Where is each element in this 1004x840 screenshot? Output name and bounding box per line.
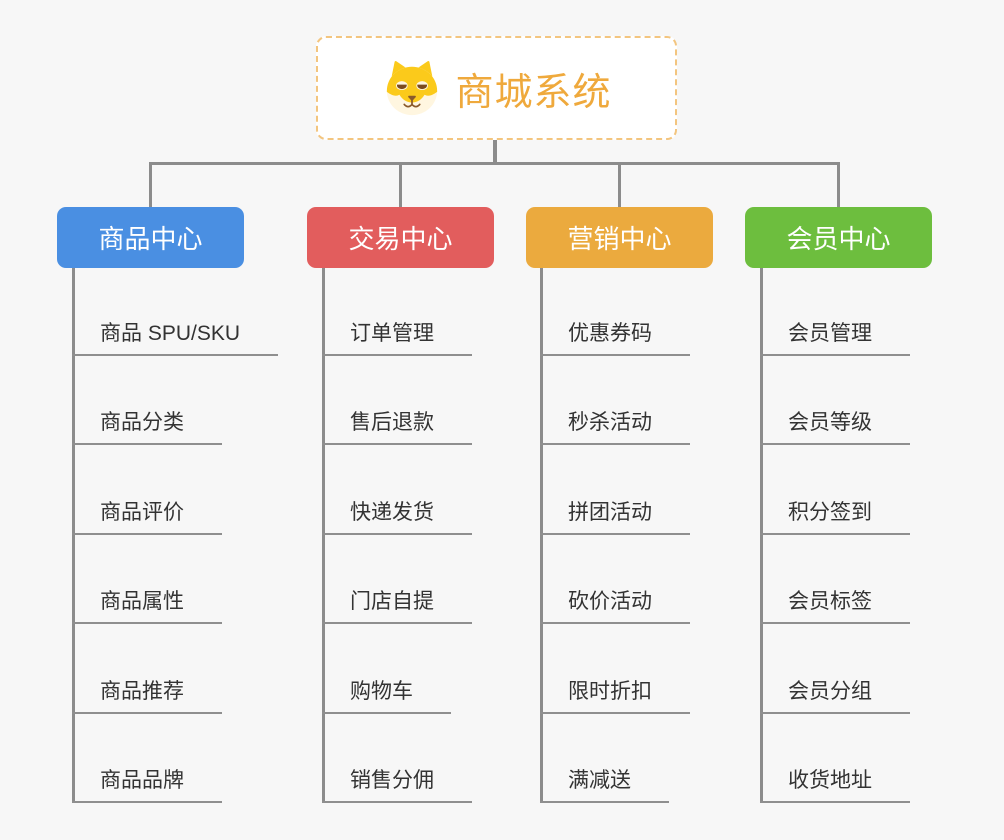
leaf-node[interactable]: 会员分组 bbox=[760, 680, 910, 714]
leaf-node[interactable]: 订单管理 bbox=[322, 322, 472, 356]
branch-trunk-connector bbox=[149, 162, 840, 165]
leaf-node[interactable]: 积分签到 bbox=[760, 501, 910, 535]
leaf-node[interactable]: 限时折扣 bbox=[540, 680, 690, 714]
root-stem-connector bbox=[493, 139, 497, 165]
leaf-node[interactable]: 商品 SPU/SKU bbox=[72, 322, 279, 356]
branch-label: 交易中心 bbox=[348, 224, 453, 254]
leaf-node[interactable]: 会员管理 bbox=[760, 322, 910, 356]
leaf-node[interactable]: 收货地址 bbox=[760, 769, 910, 803]
drop-connector-members bbox=[837, 163, 840, 209]
root-title: 商城系统 bbox=[455, 71, 612, 114]
branch-node-products[interactable]: 商品中心 bbox=[57, 207, 244, 268]
branch-node-members[interactable]: 会员中心 bbox=[745, 207, 932, 268]
leaf-node[interactable]: 售后退款 bbox=[322, 411, 472, 445]
drop-connector-trade bbox=[399, 163, 402, 209]
leaf-node[interactable]: 商品属性 bbox=[72, 590, 222, 624]
leaf-node[interactable]: 砍价活动 bbox=[540, 590, 690, 624]
leaf-node[interactable]: 商品品牌 bbox=[72, 769, 222, 803]
leaf-node[interactable]: 门店自提 bbox=[322, 590, 472, 624]
branch-label: 营销中心 bbox=[567, 224, 672, 254]
leaf-node[interactable]: 商品推荐 bbox=[72, 680, 222, 714]
leaf-node[interactable]: 会员标签 bbox=[760, 590, 910, 624]
leaf-node[interactable]: 商品评价 bbox=[72, 501, 222, 535]
branch-node-marketing[interactable]: 营销中心 bbox=[526, 207, 713, 268]
child-spine-trade bbox=[322, 268, 325, 803]
child-spine-products bbox=[72, 268, 75, 803]
child-spine-marketing bbox=[540, 268, 543, 803]
leaf-node[interactable]: 快递发货 bbox=[322, 501, 472, 535]
leaf-node[interactable]: 商品分类 bbox=[72, 411, 222, 445]
drop-connector-products bbox=[149, 163, 152, 209]
leaf-node[interactable]: 销售分佣 bbox=[322, 769, 472, 803]
dog-icon bbox=[387, 61, 438, 116]
branch-label: 会员中心 bbox=[786, 224, 891, 254]
branch-node-trade[interactable]: 交易中心 bbox=[307, 207, 494, 268]
root-node[interactable]: 商城系统 bbox=[316, 36, 677, 140]
leaf-node[interactable]: 秒杀活动 bbox=[540, 411, 690, 445]
child-spine-members bbox=[760, 268, 763, 803]
branch-label: 商品中心 bbox=[98, 224, 203, 254]
leaf-node[interactable]: 优惠券码 bbox=[540, 322, 690, 356]
leaf-node[interactable]: 购物车 bbox=[322, 680, 451, 714]
drop-connector-marketing bbox=[618, 163, 621, 209]
leaf-node[interactable]: 满减送 bbox=[540, 769, 669, 803]
leaf-node[interactable]: 会员等级 bbox=[760, 411, 910, 445]
leaf-node[interactable]: 拼团活动 bbox=[540, 501, 690, 535]
